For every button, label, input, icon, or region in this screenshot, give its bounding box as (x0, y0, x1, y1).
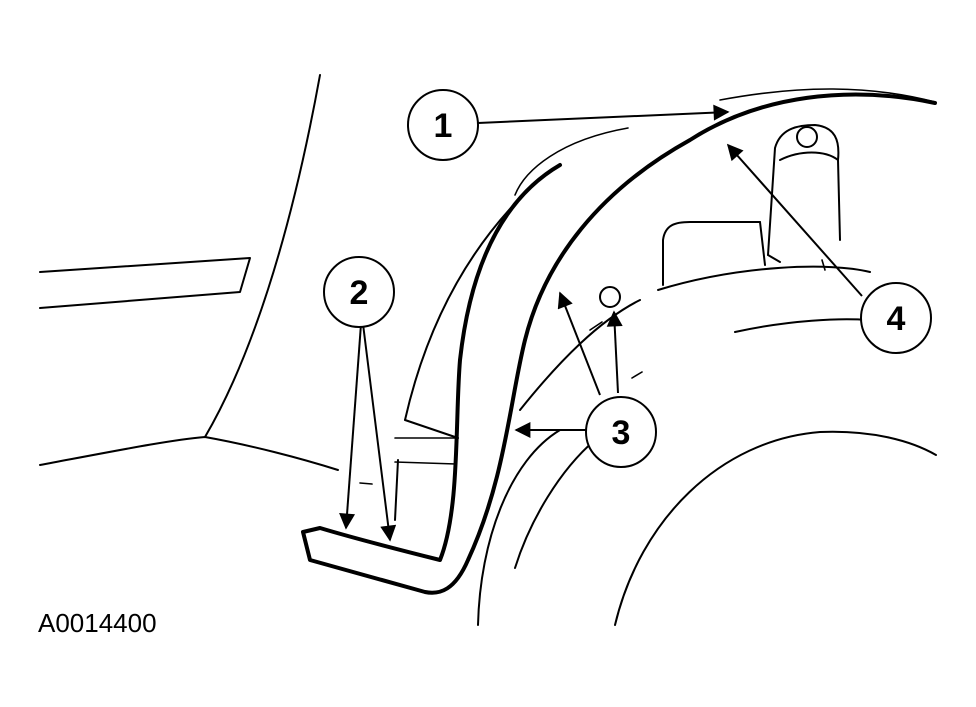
callout-1-label: 1 (434, 107, 453, 145)
leader-lines (339, 104, 863, 542)
wheelhouse-arcs (477, 265, 937, 626)
figure-id: A0014400 (38, 608, 157, 638)
callout-2-label: 2 (350, 274, 369, 312)
arch-moulding (301, 88, 937, 595)
interior-seat (662, 124, 841, 286)
callout-2: 2 (323, 256, 395, 328)
callout-3: 3 (585, 396, 657, 468)
callout-4: 4 (860, 282, 932, 354)
inner-arch-lines (394, 127, 629, 521)
callout-3-label: 3 (612, 414, 631, 452)
callout-4-label: 4 (887, 300, 906, 338)
body-panel-outline (39, 74, 373, 485)
callout-1: 1 (407, 89, 479, 161)
fastener-hole (599, 286, 621, 308)
